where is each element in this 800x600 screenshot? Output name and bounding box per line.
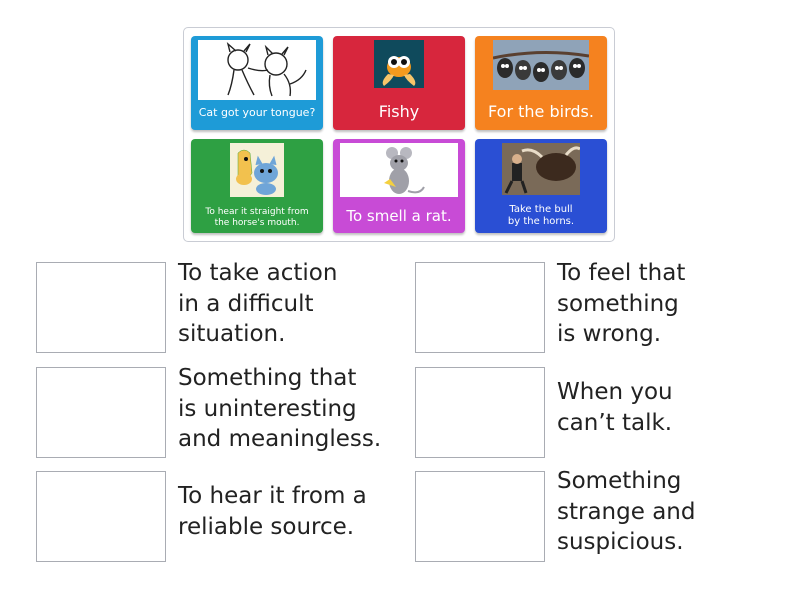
card-fishy[interactable]: Fishy xyxy=(333,36,465,130)
card-caption: To hear it straight from the horse's mou… xyxy=(205,207,309,228)
definition-5: To hear it from a reliable source. xyxy=(178,483,367,540)
cat-cartoon-icon xyxy=(198,40,316,100)
definition-1: To take action in a difficult situation. xyxy=(178,260,338,348)
card-caption: For the birds. xyxy=(488,101,594,121)
card-cat-got-your-tongue[interactable]: Cat got your tongue? xyxy=(191,36,323,130)
drop-slot-3[interactable] xyxy=(36,367,166,458)
drop-slot-1[interactable] xyxy=(36,262,166,353)
card-caption: Take the bull by the horns. xyxy=(507,204,575,227)
card-for-the-birds[interactable]: For the birds. xyxy=(475,36,607,130)
definition-2: To feel that something is wrong. xyxy=(557,260,686,348)
definition-4: When you can’t talk. xyxy=(557,379,673,436)
drop-slot-5[interactable] xyxy=(36,471,166,562)
birds-on-branch-icon xyxy=(493,40,589,90)
card-smell-a-rat[interactable]: To smell a rat. xyxy=(333,139,465,233)
bull-photo-icon xyxy=(502,143,580,195)
card-caption: To smell a rat. xyxy=(346,206,452,225)
rat-cartoon-icon xyxy=(340,143,458,197)
drop-slot-4[interactable] xyxy=(415,367,545,458)
card-caption: Fishy xyxy=(378,101,420,121)
card-horses-mouth[interactable]: To hear it straight from the horse's mou… xyxy=(191,139,323,233)
drop-slot-2[interactable] xyxy=(415,262,545,353)
drop-slot-6[interactable] xyxy=(415,471,545,562)
answer-bank: Cat got your tongue? Fishy xyxy=(183,27,615,242)
definition-3: Something that is uninteresting and mean… xyxy=(178,365,382,453)
horse-cat-cartoon-icon xyxy=(230,143,284,197)
card-caption: Cat got your tongue? xyxy=(198,106,316,120)
card-bull-by-the-horns[interactable]: Take the bull by the horns. xyxy=(475,139,607,233)
definition-6: Something strange and suspicious. xyxy=(557,468,696,556)
goldfish-icon xyxy=(374,40,424,88)
